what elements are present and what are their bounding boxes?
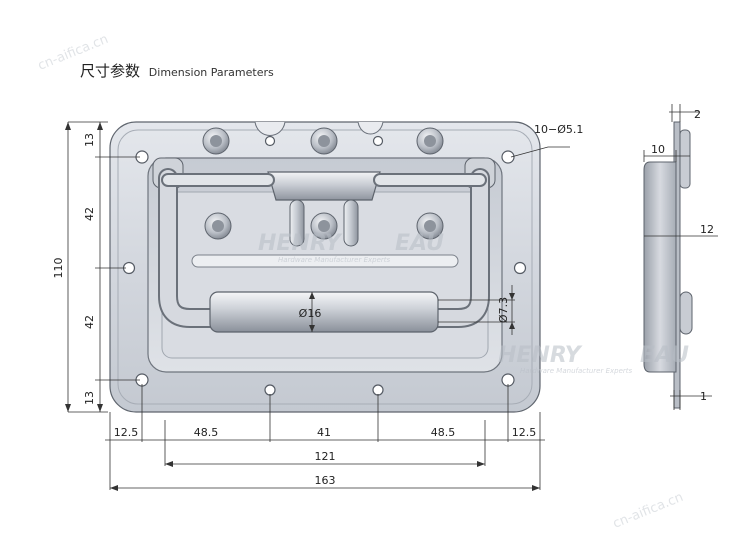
slot-groove [191, 254, 459, 268]
dim-side-top: 2 [694, 108, 701, 121]
dim-lower: 42 [83, 315, 96, 329]
dim-overall-width: 163 [315, 474, 336, 487]
watermark-url-2: cn-aifica.cn [611, 490, 686, 532]
rivet-icon [424, 220, 436, 232]
side-boss-top [679, 129, 691, 189]
mounting-hole-icon [513, 261, 527, 275]
dim-inner-width: 121 [315, 450, 336, 463]
dim-span-left: 48.5 [194, 426, 219, 439]
rivet-icon [318, 220, 330, 232]
mounting-hole-icon [264, 384, 276, 396]
top-notches [254, 121, 384, 136]
dim-small-diameter: Ø7.3 [497, 297, 510, 323]
mounting-hole-icon [372, 384, 384, 396]
dim-bottom-edge: 13 [83, 391, 96, 405]
handle-grip [209, 291, 439, 333]
title-en: Dimension Parameters [148, 66, 274, 79]
watermark-brand-2: HENRY [498, 343, 583, 368]
mounting-hole-icon [264, 135, 276, 147]
title-zh: 尺寸参数 [80, 62, 141, 80]
bail-handle [152, 157, 496, 328]
dim-span-right: 48.5 [431, 426, 456, 439]
watermark-brand2: EAU [395, 231, 444, 256]
watermark-brand: HENRY [258, 231, 343, 256]
dim-handle-diameter: Ø16 [299, 307, 322, 320]
rivet-icon [318, 135, 330, 147]
dim-upper: 42 [83, 207, 96, 221]
dim-total-height: 110 [52, 258, 65, 279]
watermark-subtitle-2: Hardware Manufacturer Experts [520, 367, 633, 375]
rivet-icon [212, 220, 224, 232]
rivets [202, 127, 444, 240]
page-title: 尺寸参数 Dimension Parameters [80, 60, 274, 81]
front-view: 110 13 42 42 13 12.5 48.5 41 48.5 12.5 1… [52, 121, 583, 491]
rivet-icon [210, 135, 222, 147]
dimension-arrows [65, 122, 540, 491]
mounting-hole-icon [501, 150, 515, 164]
side-body [643, 161, 677, 373]
watermark-subtitle: Hardware Manufacturer Experts [278, 256, 391, 264]
watermark-brand2-2: EAU [640, 343, 689, 368]
front-dimensions [67, 121, 570, 490]
dim-center: 41 [317, 426, 331, 439]
side-view: 2 10 12 1 [643, 104, 718, 410]
hole-callout: 10−Ø5.1 [534, 123, 583, 136]
watermark-url: cn-aifica.cn [36, 32, 111, 74]
dim-side-sheet: 1 [700, 390, 707, 403]
side-dimensions [643, 104, 718, 410]
mounting-hole-icon [372, 135, 384, 147]
dim-side-flange: 10 [651, 143, 665, 156]
rivet-icon [424, 135, 436, 147]
side-boss-bottom [679, 291, 693, 335]
dim-side-depth: 12 [700, 223, 714, 236]
dim-top-edge: 13 [83, 133, 96, 147]
handle-bracket [267, 171, 381, 247]
dim-left-edge: 12.5 [114, 426, 139, 439]
dim-right-edge: 12.5 [512, 426, 537, 439]
